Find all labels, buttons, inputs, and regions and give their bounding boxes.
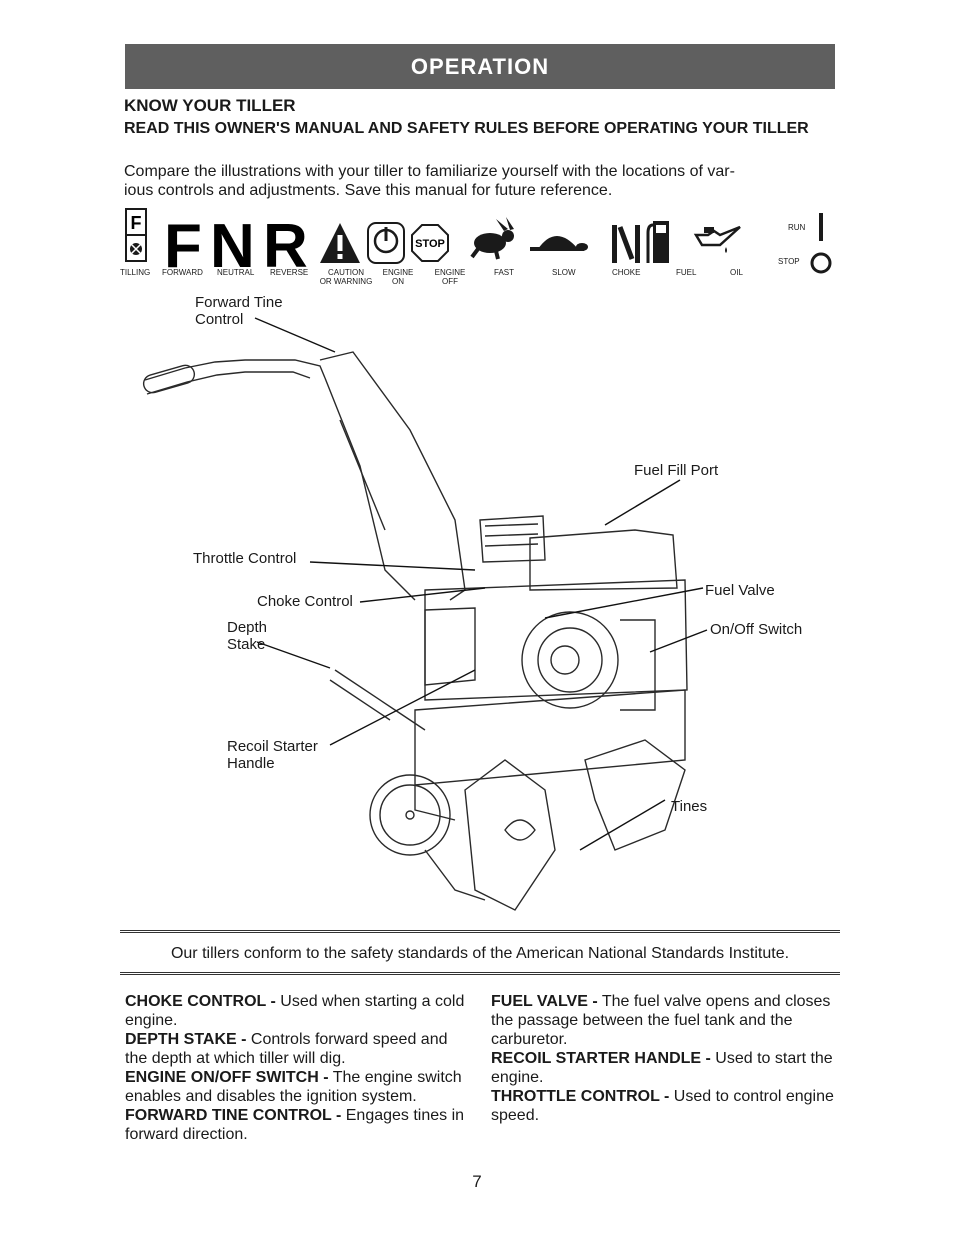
intro-line: Compare the illustrations with your till… — [124, 163, 735, 180]
label-engine-on-2: ON — [392, 277, 404, 286]
label-engine-off: ENGINE OFF — [430, 268, 470, 286]
definition-depth: DEPTH STAKE - Controls forward speed and… — [125, 1030, 470, 1068]
definition-engine-switch: ENGINE ON/OFF SWITCH - The engine switch… — [125, 1068, 470, 1106]
callout-fuel-valve: Fuel Valve — [705, 582, 775, 599]
callout-depth-stake: Depth Stake — [227, 619, 267, 653]
callout-forward-tine-2: Control — [195, 311, 244, 328]
fast-icon — [470, 217, 514, 260]
callout-recoil-starter: Recoil Starter Handle — [227, 738, 318, 772]
label-choke: CHOKE — [612, 268, 641, 277]
callout-depth-2: Stake — [227, 636, 266, 653]
forward-icon: F — [164, 212, 202, 281]
section-title: KNOW YOUR TILLER — [124, 96, 296, 115]
label-oil: OIL — [730, 268, 743, 277]
label-engine-on-1: ENGINE — [382, 268, 414, 277]
label-neutral: NEUTRAL — [217, 268, 255, 277]
label-caution-2: OR WARNING — [319, 277, 373, 286]
page-number: 7 — [472, 1172, 482, 1191]
intro-paragraph: Compare the illustrations with your till… — [124, 162, 824, 200]
callout-throttle-control: Throttle Control — [193, 550, 297, 567]
banner-title: OPERATION — [410, 53, 550, 79]
conformance-statement: Our tillers conform to the safety standa… — [170, 945, 790, 962]
divider-bottom — [120, 972, 840, 975]
desc: Controls forward speed and the depth at … — [125, 1031, 448, 1067]
definitions-left: CHOKE CONTROL - Used when starting a col… — [125, 992, 470, 1144]
definition-recoil: RECOIL STARTER HANDLE - Used to start th… — [491, 1049, 836, 1087]
definitions-right: FUEL VALVE - The fuel valve opens and cl… — [491, 992, 836, 1125]
neutral-icon: N — [210, 212, 255, 281]
section-subtitle: READ THIS OWNER'S MANUAL AND SAFETY RULE… — [124, 120, 809, 137]
tilling-glyph: F — [131, 213, 142, 233]
stop-sign-glyph: STOP — [415, 238, 445, 250]
desc: The fuel valve opens and closes the pass… — [491, 993, 831, 1048]
definition-fuel-valve: FUEL VALVE - The fuel valve opens and cl… — [491, 992, 836, 1049]
callout-tines: Tines — [671, 798, 708, 815]
callout-choke-control: Choke Control — [257, 593, 353, 610]
label-caution: CAUTION OR WARNING — [316, 268, 376, 286]
tiller-illustration — [142, 317, 708, 911]
desc: Used to control engine speed. — [491, 1088, 834, 1124]
label-fast: FAST — [494, 268, 515, 277]
desc: The engine switch enables and disables t… — [125, 1069, 462, 1105]
label-caution-1: CAUTION — [328, 268, 364, 277]
desc: Engages tines in forward direction. — [125, 1107, 465, 1143]
label-reverse: REVERSE — [270, 268, 309, 277]
term: RECOIL STARTER HANDLE - — [491, 1050, 711, 1067]
label-stop: STOP — [778, 257, 800, 266]
callout-forward-tine-1: Forward Tine — [195, 294, 283, 311]
term: ENGINE ON/OFF SWITCH - — [125, 1069, 329, 1086]
intro-line: ious controls and adjustments. Save this… — [124, 182, 613, 199]
definition-choke: CHOKE CONTROL - Used when starting a col… — [125, 992, 470, 1030]
callout-recoil-1: Recoil Starter — [227, 738, 318, 755]
stop-icon — [810, 252, 832, 274]
callout-onoff-switch: On/Off Switch — [710, 621, 803, 638]
term: FUEL VALVE - — [491, 993, 598, 1010]
term: FORWARD TINE CONTROL - — [125, 1107, 342, 1124]
caution-icon — [320, 223, 360, 263]
divider-top — [120, 930, 840, 933]
label-tilling: TILLING — [120, 268, 151, 277]
symbol-legend: F F N R STOP — [120, 205, 840, 290]
tiller-diagram: Forward Tine Control Fuel Fill Port Thro… — [125, 290, 835, 925]
label-fuel: FUEL — [676, 268, 697, 277]
section-banner: OPERATION — [125, 44, 835, 89]
callout-fuel-fill-port: Fuel Fill Port — [634, 462, 719, 479]
label-run: RUN — [788, 223, 806, 232]
term: DEPTH STAKE - — [125, 1031, 247, 1048]
label-forward: FORWARD — [162, 268, 203, 277]
definition-throttle: THROTTLE CONTROL - Used to control engin… — [491, 1087, 836, 1125]
callout-forward-tine: Forward Tine Control — [195, 294, 283, 328]
tilling-icon: F — [125, 208, 147, 262]
choke-icon — [612, 225, 640, 263]
definition-forward-tine: FORWARD TINE CONTROL - Engages tines in … — [125, 1106, 470, 1144]
callout-recoil-2: Handle — [227, 755, 275, 772]
run-icon — [819, 213, 823, 241]
desc: Used when starting a cold engine. — [125, 993, 465, 1029]
term: CHOKE CONTROL - — [125, 993, 276, 1010]
label-slow: SLOW — [552, 268, 576, 277]
reverse-icon: R — [263, 212, 308, 281]
callout-depth-1: Depth — [227, 619, 268, 636]
term: THROTTLE CONTROL - — [491, 1088, 670, 1105]
label-engine-off-1: ENGINE — [434, 268, 466, 277]
label-engine-off-2: OFF — [442, 277, 458, 286]
desc: Used to start the engine. — [491, 1050, 833, 1086]
slow-icon — [530, 236, 588, 251]
label-engine-on: ENGINE ON — [378, 268, 418, 286]
oil-icon — [693, 225, 741, 253]
fuel-icon — [646, 221, 669, 263]
engine-off-icon: STOP — [411, 224, 449, 262]
engine-on-icon — [367, 222, 405, 264]
